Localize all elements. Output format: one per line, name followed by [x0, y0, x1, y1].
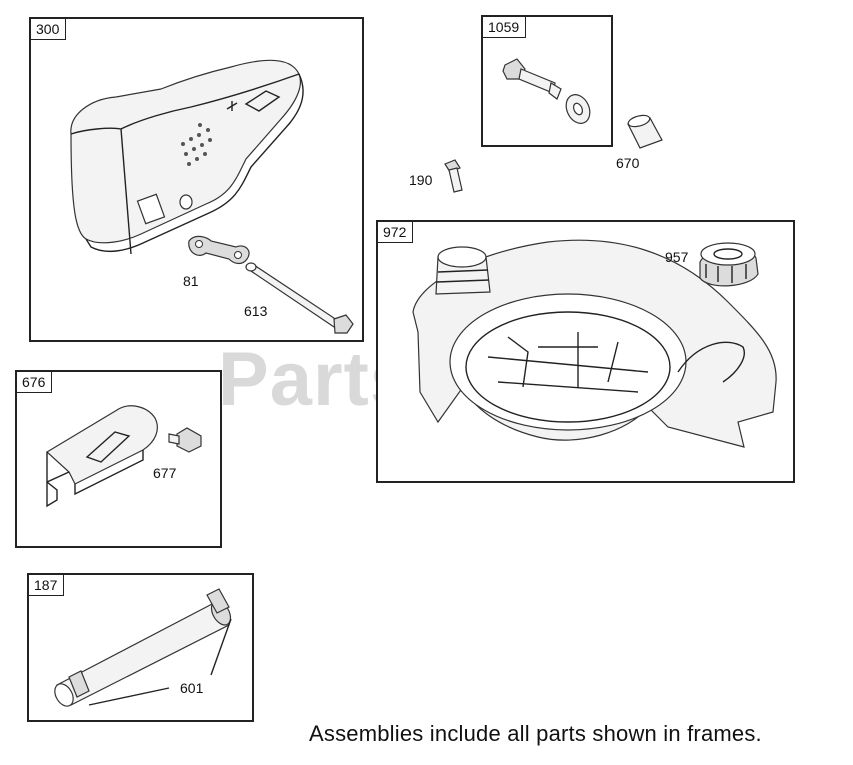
callout-screw: 677 [153, 465, 177, 481]
screw-kit-illustration [502, 58, 591, 124]
bolt-190-part [444, 159, 463, 193]
screw-677-part [168, 427, 202, 453]
callout-gasket: 81 [183, 273, 199, 289]
callout-fuel-cap: 957 [665, 249, 689, 265]
callout-stud: 613 [244, 303, 268, 319]
footer-note: Assemblies include all parts shown in fr… [309, 721, 762, 746]
frame-tag-972: 972 [378, 222, 414, 243]
frame-muffler-assembly: 300 81 613 [29, 17, 364, 342]
fuel-cap-part [699, 242, 759, 287]
frame-fuel-tank-assembly: 972 957 [376, 220, 795, 483]
fuel-tank-filler-neck [435, 246, 491, 295]
spacer-part [627, 114, 663, 149]
tube-leader-line-2 [88, 687, 170, 706]
washer-part [565, 94, 591, 124]
deflector-part [45, 405, 158, 508]
fuel-cap-illustration [699, 242, 759, 287]
callout-spacer: 670 [616, 155, 640, 171]
muffler-warning-label [136, 193, 166, 225]
frame-tag-300: 300 [31, 19, 67, 40]
callout-tube: 601 [180, 680, 204, 696]
frame-tag-1059: 1059 [483, 17, 527, 38]
callout-bolt: 190 [409, 172, 433, 188]
muffler-mount-hole [179, 194, 193, 210]
stud-part [245, 262, 354, 334]
muffler-vent-holes [181, 123, 212, 166]
tube-part [54, 588, 232, 707]
muffler-illustration [70, 59, 354, 334]
tube-leader-line-1 [210, 618, 232, 676]
frame-tube-assembly: 187 601 [27, 573, 254, 722]
gasket-part [188, 235, 250, 265]
frame-muffler-screw-kit: 1059 [481, 15, 613, 147]
fuel-tank-illustration [412, 239, 777, 448]
shoulder-screw-part [502, 58, 562, 100]
muffler-logo-mark [244, 90, 281, 112]
frame-tag-187: 187 [29, 575, 65, 596]
deflector-illustration [45, 405, 202, 508]
frame-tag-676: 676 [17, 372, 53, 393]
tube-illustration [54, 588, 232, 707]
muffler-body [70, 59, 302, 244]
frame-deflector-assembly: 676 677 [15, 370, 222, 548]
